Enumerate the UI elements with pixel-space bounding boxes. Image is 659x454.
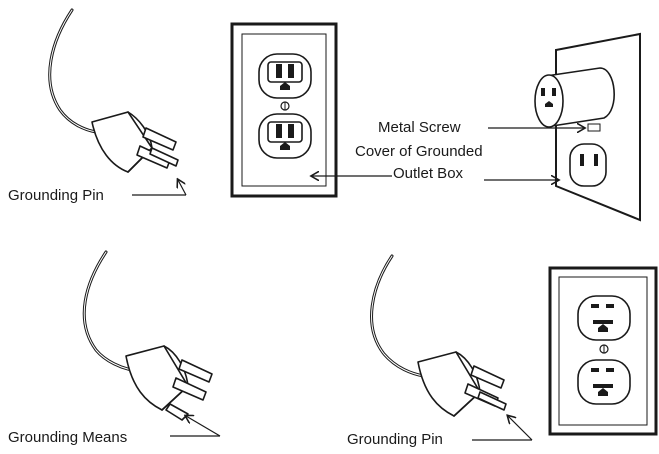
metal-screw-tab: [587, 123, 601, 132]
adapter-body: [545, 67, 615, 127]
prong-1-top: [142, 127, 177, 151]
plug-cord-bottom-left: [82, 250, 134, 372]
plug-body-bottom-left: [125, 345, 189, 411]
label-grounding-pin-bottom: Grounding Pin: [347, 431, 443, 448]
receptacle-lower-bottom: [577, 359, 631, 405]
grounding-means-tab: [165, 403, 189, 421]
prong-1-bottom: [470, 365, 505, 389]
receptacle-upper-bottom: [577, 295, 631, 341]
label-cover-of-grounded: Cover of Grounded: [355, 143, 483, 160]
three-prong-plug-top: [48, 8, 179, 173]
arrow-grounding-pin-top-head: [178, 180, 187, 196]
three-prong-plug-bottom: [370, 254, 507, 417]
plug-body-top: [91, 111, 153, 173]
label-grounding-means: Grounding Means: [8, 429, 128, 446]
plug-body-bottom: [417, 351, 481, 417]
plug-cord-top: [48, 8, 98, 134]
arrow-grounding-pin-bottom-head: [508, 416, 533, 441]
wall-receptacle-lower: [569, 143, 607, 187]
label-metal-screw: Metal Screw: [378, 119, 461, 136]
wall-outlet-adapter: [534, 32, 641, 222]
duplex-outlet-bottom: [548, 266, 658, 436]
arrow-grounding-means-head: [186, 416, 221, 437]
grounding-pin-prong-top: [149, 147, 179, 167]
label-outlet-box: Outlet Box: [393, 165, 464, 182]
plug-cord-top-inner: [49, 9, 97, 133]
prong-1-bottom-left: [178, 359, 213, 383]
duplex-outlet-top: [230, 22, 338, 198]
grounding-pin-prong-bottom: [477, 391, 507, 411]
two-prong-plug-bottom-left: [82, 250, 213, 421]
label-grounding-pin-top: Grounding Pin: [8, 187, 104, 204]
plug-cord-bottom: [370, 254, 426, 378]
prong-2-bottom-left: [172, 377, 207, 401]
